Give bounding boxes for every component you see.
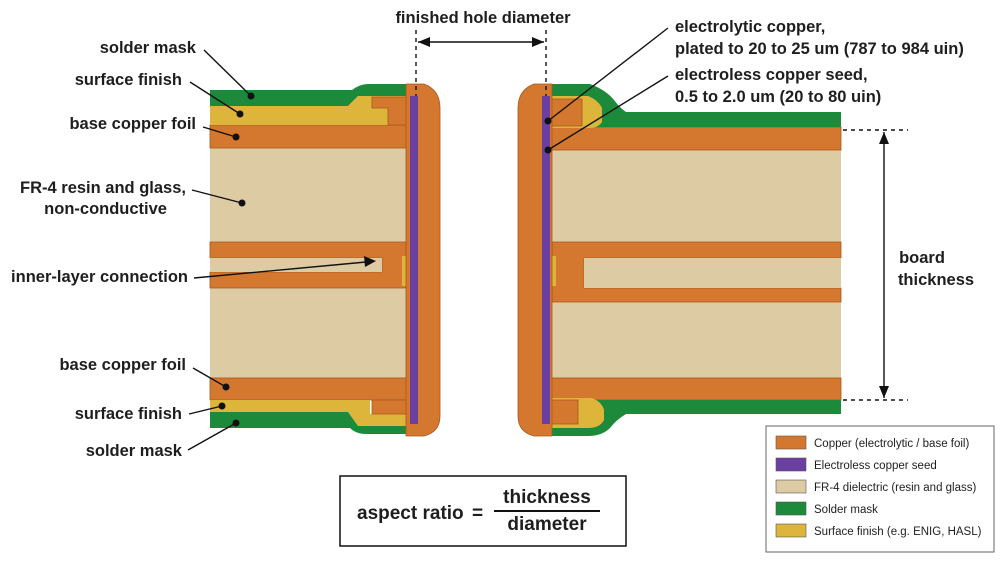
solder-mask-top-label: solder mask [100,39,197,57]
right-top-base-copper [547,126,842,151]
right-bottom-base-copper [547,377,842,401]
fr4-leader [191,189,243,204]
aspect-ratio-equals: = [472,503,483,524]
hole-arrowhead-left [418,37,430,47]
right-board-section [517,83,842,437]
left-top-base-copper [209,124,411,149]
left-bottom-pad-copper [371,399,411,415]
solder-mask-top-dot [247,92,255,100]
thickness-arrowhead-top [879,132,889,144]
right-top-solder-mask [548,84,841,127]
right-top-pad-copper [547,98,583,127]
aspect-ratio-numerator: thickness [503,487,591,508]
finished-hole-diameter-label: finished hole diameter [395,9,571,27]
aspect-ratio-label: aspect ratio [357,503,464,524]
left-top-solder-mask [210,84,410,106]
base-copper-bottom-leader [192,367,227,388]
base-copper-top-dot [232,133,240,141]
fr4-label-line1: FR-4 resin and glass, [20,179,186,197]
legend-label: Electroless copper seed [814,460,937,472]
thickness-arrowhead-bottom [879,386,889,398]
surface-finish-bottom-label: surface finish [75,405,182,423]
electrolytic-copper-dot [544,117,552,125]
inner-layer-leader [193,261,367,279]
surface-finish-bottom-leader [188,405,223,415]
fr4-dot [238,199,246,207]
electroless-seed-dot [544,146,552,154]
base-copper-bottom-label: base copper foil [59,356,186,374]
surface-finish-top-label: surface finish [75,71,182,89]
legend-label: FR-4 dielectric (resin and glass) [814,482,977,494]
aspect-ratio-formula: aspect ratio = thickness diameter [339,475,627,547]
legend-swatch [775,457,807,472]
legend-label: Surface finish (e.g. ENIG, HASL) [814,526,982,538]
legend: Copper (electrolytic / base foil) Electro… [765,425,995,553]
legend-swatch [775,501,807,516]
legend-label: Copper (electrolytic / base foil) [814,438,969,450]
base-copper-top-label: base copper foil [69,115,196,133]
left-bottom-solder-mask [210,412,410,434]
left-barrel-electroless-seed [410,96,418,424]
left-callouts: solder mask surface finish base copper f… [11,39,376,460]
left-bottom-surface-finish [210,400,410,426]
electrolytic-copper-leader [547,27,669,122]
solder-mask-bottom-leader [187,422,237,451]
left-top-surface-finish [210,96,410,125]
base-copper-bottom-dot [222,383,230,391]
finished-hole-diameter-dimension: finished hole diameter [395,9,571,96]
solder-mask-bottom-label: solder mask [86,442,183,460]
surface-finish-top-leader [189,81,241,115]
aspect-ratio-denominator: diameter [507,514,587,535]
legend-label: Solder mask [814,504,878,516]
legend-swatch [775,523,807,538]
legend-swatch [775,479,807,494]
board-thickness-label-line1: board [899,249,945,267]
electroless-seed-leader [547,75,669,151]
legend-swatch [775,435,807,450]
solder-mask-top-leader [203,49,252,97]
right-bottom-pad-copper [547,399,579,425]
surface-finish-top-dot [236,110,244,118]
electroless-seed-label-line2: 0.5 to 2.0 um (20 to 80 uin) [675,88,881,106]
hole-arrowhead-right [532,37,544,47]
board-thickness-label-line2: thickness [898,271,974,289]
fr4-label-line2: non-conductive [44,200,167,218]
right-bottom-solder-mask [548,400,841,436]
inner-layer-connection-label: inner-layer connection [11,268,188,286]
solder-mask-bottom-dot [232,419,240,427]
left-bottom-base-copper [209,377,411,401]
electroless-seed-label-line1: electroless copper seed, [675,66,868,84]
right-callouts: electrolytic copper, plated to 20 to 25 … [544,18,964,154]
electrolytic-copper-label-line2: plated to 20 to 25 um (787 to 984 uin) [675,40,964,58]
board-thickness-dimension: board thickness [843,129,974,401]
right-barrel-electroless-seed [542,96,550,424]
base-copper-top-leader [202,126,237,138]
right-inner-layer-fr4 [584,258,841,288]
left-board-section [209,83,441,437]
left-inner-layer-fr4 [210,258,382,272]
inner-layer-arrowhead [364,256,376,267]
electrolytic-copper-label-line1: electrolytic copper, [675,18,825,36]
surface-finish-bottom-dot [218,402,226,410]
